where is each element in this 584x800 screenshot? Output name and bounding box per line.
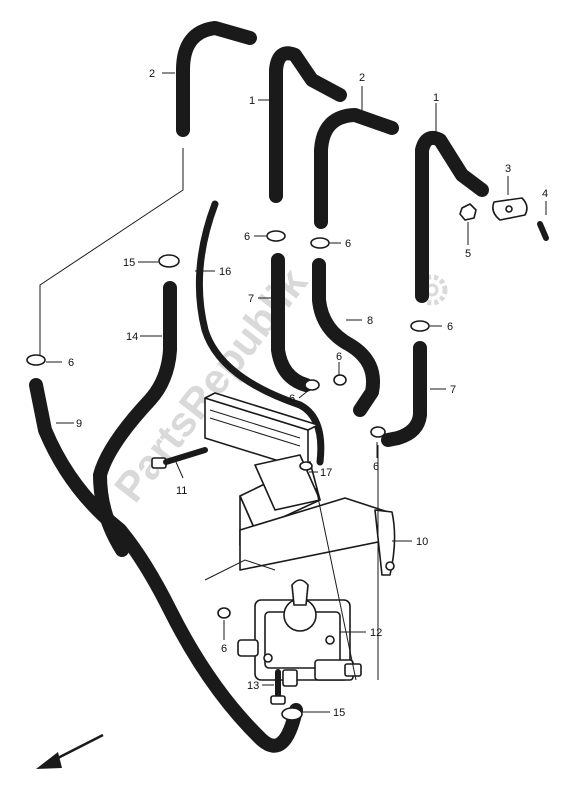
label-3: 3 (505, 163, 511, 175)
clamps (26, 230, 430, 721)
hose-part-8 (312, 258, 380, 417)
label-6: 6 (289, 393, 295, 405)
label-2: 2 (149, 68, 155, 80)
label-4: 4 (542, 188, 548, 200)
label-7: 7 (248, 293, 254, 305)
label-1: 1 (249, 95, 255, 107)
label-14: 14 (126, 331, 138, 343)
callout-labels: 2 1 2 1 3 4 5 6 6 6 6 6 6 6 6 7 7 8 9 10… (68, 68, 548, 719)
hose-part-7-left (271, 253, 313, 392)
label-1: 1 (433, 92, 439, 104)
label-2: 2 (359, 72, 365, 84)
leader-lines (39, 72, 547, 713)
label-11: 11 (176, 485, 187, 497)
direction-arrow-icon (36, 733, 104, 769)
hose-part-7-right (381, 341, 427, 447)
label-6: 6 (373, 461, 379, 473)
label-6: 6 (68, 357, 74, 369)
label-7: 7 (450, 384, 456, 396)
label-6: 6 (345, 238, 351, 250)
label-10: 10 (416, 536, 428, 548)
label-6: 6 (336, 351, 342, 363)
stud-part-4 (537, 221, 549, 241)
bolt-part-13 (270, 669, 286, 705)
label-13: 13 (247, 680, 259, 692)
plate-part-3 (492, 197, 528, 221)
label-16: 16 (219, 266, 231, 278)
label-15: 15 (333, 707, 345, 719)
label-6: 6 (244, 231, 250, 243)
hose-part-2-right (314, 108, 399, 229)
label-5: 5 (465, 248, 471, 260)
label-17: 17 (320, 467, 332, 479)
bolt-part-11 (151, 447, 208, 469)
canister-part-10-assembly (204, 392, 396, 576)
hose-part-16 (195, 200, 325, 466)
label-12: 12 (370, 627, 382, 639)
label-8: 8 (367, 315, 373, 327)
nut-part-5 (459, 203, 477, 221)
hose-part-9 (29, 378, 303, 753)
hose-part-1-right (415, 131, 489, 303)
label-9: 9 (76, 418, 82, 430)
label-6: 6 (447, 321, 453, 333)
valve-part-12-assembly (237, 579, 362, 687)
hose-part-2-left (176, 21, 257, 137)
label-6: 6 (221, 643, 227, 655)
hose-part-1-left (269, 46, 347, 203)
label-15: 15 (123, 257, 135, 269)
